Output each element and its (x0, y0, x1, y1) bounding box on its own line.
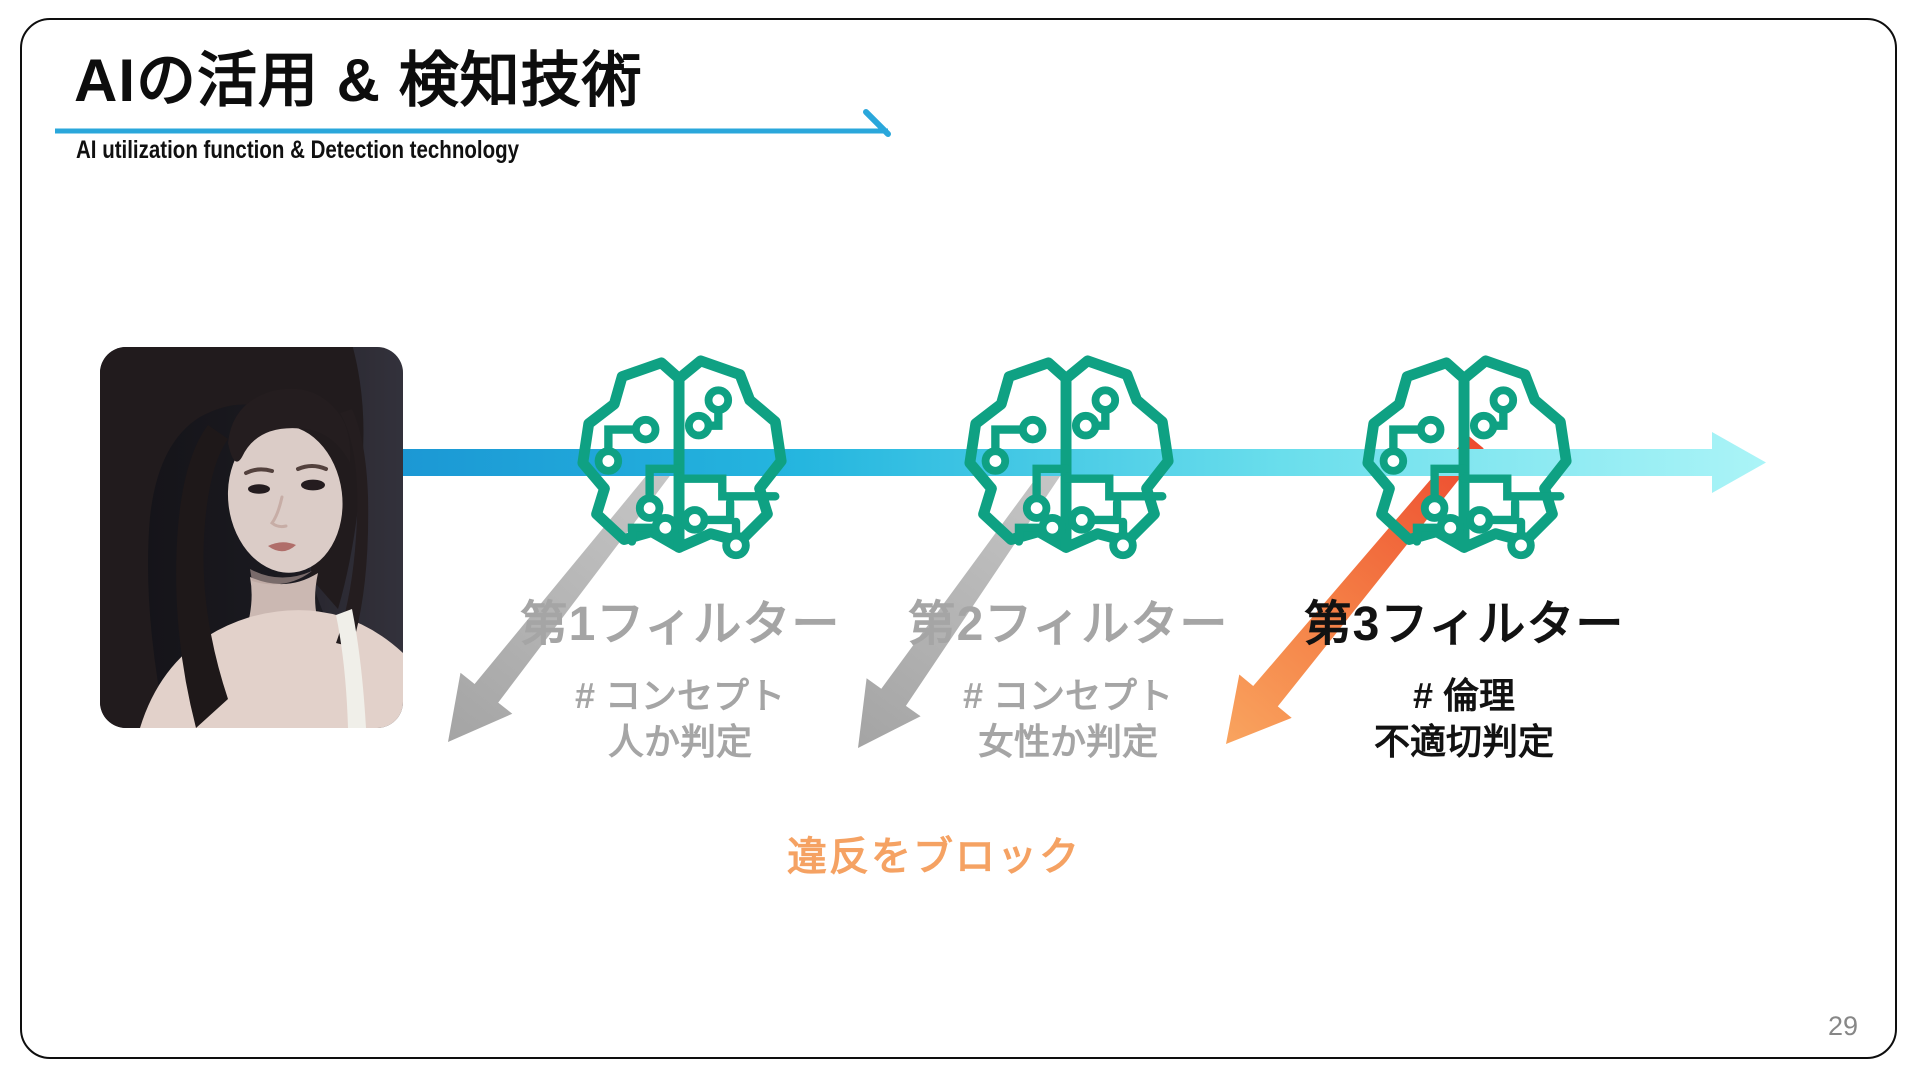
filter3-tag: # 倫理 (1412, 674, 1516, 716)
filter2-label-group: 第2フィルター # コンセプト 女性か判定 (908, 598, 1229, 760)
filter2-judgement: 女性か判定 (977, 720, 1158, 762)
slide-subtitle: AI utilization function & Detection tech… (76, 136, 520, 164)
sample-portrait-photo (100, 347, 403, 728)
filter2-branch-arrow (858, 460, 1064, 748)
filter3-judgement: 不適切判定 (1373, 720, 1554, 762)
page-number: 29 (1827, 1011, 1858, 1041)
filter1-judgement: 人か判定 (607, 720, 752, 762)
filter1-tag: # コンセプト (574, 674, 786, 716)
filter2-name: 第2フィルター (907, 598, 1229, 651)
filter2-tag: # コンセプト (962, 674, 1174, 716)
title-underline-swoosh (55, 109, 891, 137)
filter3-name: 第3フィルター (1303, 598, 1625, 651)
block-violation-label: 違反をブロック (787, 835, 1081, 879)
filter3-label-group: 第3フィルター # 倫理 不適切判定 (1304, 598, 1625, 760)
filter1-name: 第1フィルター (519, 598, 841, 651)
filter1-label-group: 第1フィルター # コンセプト 人か判定 (520, 598, 841, 760)
slide-title: AIの活用 & 検知技術 (74, 47, 643, 114)
filter3-block-arrow (1226, 435, 1484, 744)
